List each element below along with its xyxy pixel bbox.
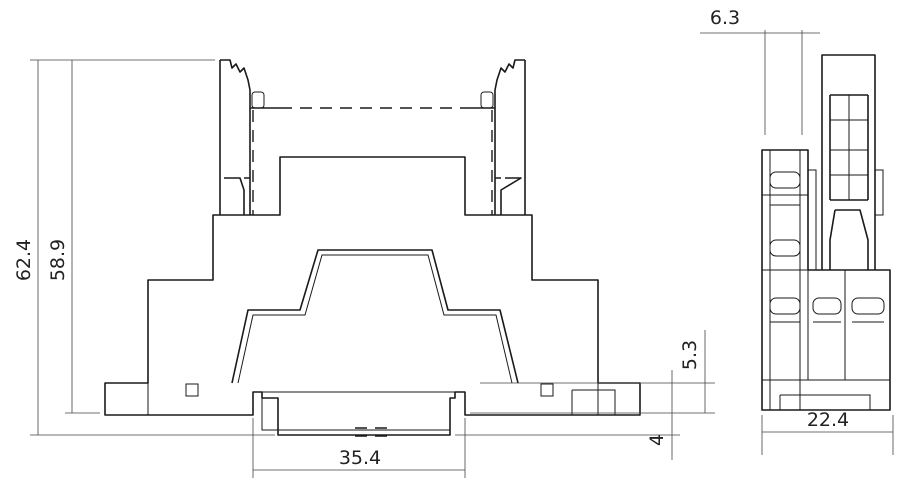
dim-rail-depth: 4	[646, 434, 668, 446]
dim-side-width: 22.4	[807, 409, 849, 431]
dim-total-height: 62.4	[13, 239, 35, 281]
rail-channel	[253, 391, 465, 431]
left-clip	[219, 59, 280, 215]
lever-grid	[830, 95, 868, 200]
right-clip	[465, 59, 526, 215]
side-outline	[761, 149, 891, 411]
side-tabs	[808, 169, 884, 270]
body-outline	[104, 156, 641, 436]
side-view	[761, 54, 891, 411]
front-view	[104, 59, 641, 437]
dim-body-height: 58.9	[47, 239, 69, 281]
inner-profile	[231, 249, 519, 384]
inner-profile-offset	[237, 254, 513, 384]
latch-hole-left	[185, 383, 199, 397]
screw-terminals	[769, 171, 885, 323]
latch-hole-right	[540, 383, 554, 397]
dim-base-height: 5.3	[679, 340, 701, 370]
clip-knob-right	[480, 91, 494, 109]
dimension-lines	[30, 30, 894, 478]
side-divisions	[762, 150, 890, 410]
base-lines	[147, 383, 616, 415]
dim-rail-width: 35.4	[339, 447, 381, 469]
clip-knob-left	[251, 91, 265, 109]
dim-pitch: 6.3	[710, 7, 740, 29]
